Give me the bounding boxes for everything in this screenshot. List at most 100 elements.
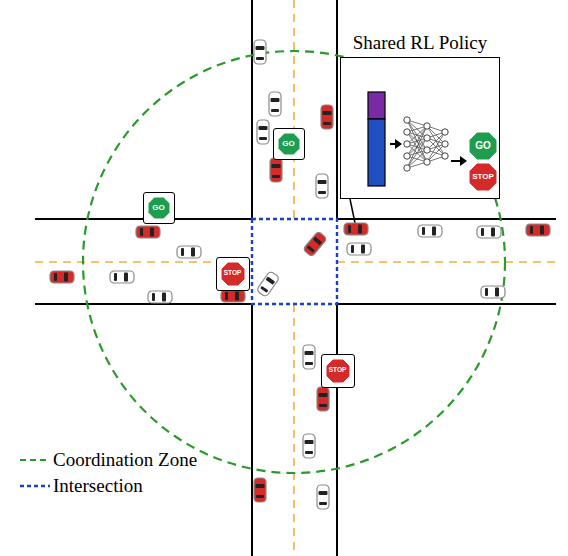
car xyxy=(321,105,333,129)
coordination-zone xyxy=(83,51,505,473)
car xyxy=(254,478,266,502)
car-window xyxy=(318,180,327,184)
car xyxy=(316,174,328,198)
car-window xyxy=(265,277,275,285)
car-window xyxy=(318,191,326,194)
car-window xyxy=(256,57,264,60)
car-body xyxy=(148,291,172,303)
state-vector-part xyxy=(368,92,385,119)
car-window xyxy=(114,273,117,281)
network-neuron xyxy=(424,135,430,141)
input-arrowhead xyxy=(395,139,402,149)
car-window xyxy=(162,293,166,302)
car-window xyxy=(225,292,228,300)
network-neuron xyxy=(424,123,430,129)
car-window xyxy=(181,248,184,256)
car-body xyxy=(418,225,442,237)
car-window xyxy=(358,225,362,234)
car-window xyxy=(422,227,425,235)
legend-line-sample xyxy=(20,481,50,491)
go-sign: GO xyxy=(469,132,497,160)
car-window xyxy=(272,175,280,178)
car-window xyxy=(540,226,544,235)
car xyxy=(110,271,134,283)
car-body xyxy=(317,485,329,509)
car xyxy=(317,485,329,509)
car-body xyxy=(317,387,329,411)
sign-label-holder: STOP xyxy=(469,163,497,191)
sign-label: GO xyxy=(152,204,164,212)
sign-label: GO xyxy=(282,140,294,148)
policy-panel: Shared RL PolicyGOSTOP xyxy=(340,57,500,199)
sign-label: GO xyxy=(475,141,491,151)
car-window xyxy=(305,362,313,365)
car-window xyxy=(124,273,128,282)
car-window xyxy=(530,226,533,234)
vehicles xyxy=(50,40,550,509)
car xyxy=(481,286,505,298)
network-neuron xyxy=(404,165,410,171)
car-window xyxy=(361,245,365,254)
car-body xyxy=(477,226,501,238)
car-window xyxy=(256,46,265,50)
car-window xyxy=(432,227,436,236)
car xyxy=(418,225,442,237)
car-window xyxy=(260,286,268,293)
output-arrowhead xyxy=(460,156,467,166)
car xyxy=(303,434,315,458)
car-window xyxy=(140,228,143,236)
car-window xyxy=(259,137,267,140)
car-window xyxy=(307,245,315,252)
lane-center-lines xyxy=(35,0,556,556)
car-body xyxy=(303,345,315,369)
stop-sign: STOP xyxy=(321,354,355,388)
car xyxy=(50,271,74,283)
car xyxy=(221,290,245,302)
input-arrow xyxy=(390,143,395,145)
network-link xyxy=(427,144,445,162)
legend-row: Coordination Zone xyxy=(20,449,197,471)
car-window xyxy=(495,288,499,297)
road-edges xyxy=(35,0,556,556)
car-window xyxy=(259,126,268,130)
intersection-box xyxy=(252,219,337,304)
car-window xyxy=(191,248,195,257)
car-window xyxy=(319,491,328,495)
network-neuron xyxy=(442,153,448,159)
sign-label: STOP xyxy=(224,270,242,277)
sign-label: STOP xyxy=(329,367,347,374)
car-body xyxy=(177,246,201,258)
legend-row: Intersection xyxy=(20,475,143,497)
car-body xyxy=(257,120,269,144)
car-window xyxy=(319,502,327,505)
octagon-fill xyxy=(278,133,300,155)
car xyxy=(256,271,280,298)
car-body xyxy=(316,174,328,198)
car-window xyxy=(323,111,332,115)
car-window xyxy=(491,228,495,237)
car-body xyxy=(50,271,74,283)
car xyxy=(177,246,201,258)
car-window xyxy=(348,225,351,233)
sign-label-holder: GO xyxy=(469,132,497,160)
car-window xyxy=(271,109,279,112)
sign-label-holder: GO xyxy=(148,197,170,219)
car xyxy=(270,158,282,182)
car-body xyxy=(303,231,328,257)
sign-label-holder: GO xyxy=(278,133,300,155)
car-body xyxy=(254,40,266,64)
network-neuron xyxy=(404,117,410,123)
car-body xyxy=(526,224,550,236)
car-body xyxy=(256,271,280,298)
car-window xyxy=(271,98,280,102)
car-window xyxy=(351,245,354,253)
car-window xyxy=(481,228,484,236)
sign-label: STOP xyxy=(472,173,494,181)
network-neuron xyxy=(442,141,448,147)
car xyxy=(477,226,501,238)
car xyxy=(269,92,281,116)
car-window xyxy=(319,393,328,397)
car-window xyxy=(305,440,314,444)
network-neuron xyxy=(424,147,430,153)
